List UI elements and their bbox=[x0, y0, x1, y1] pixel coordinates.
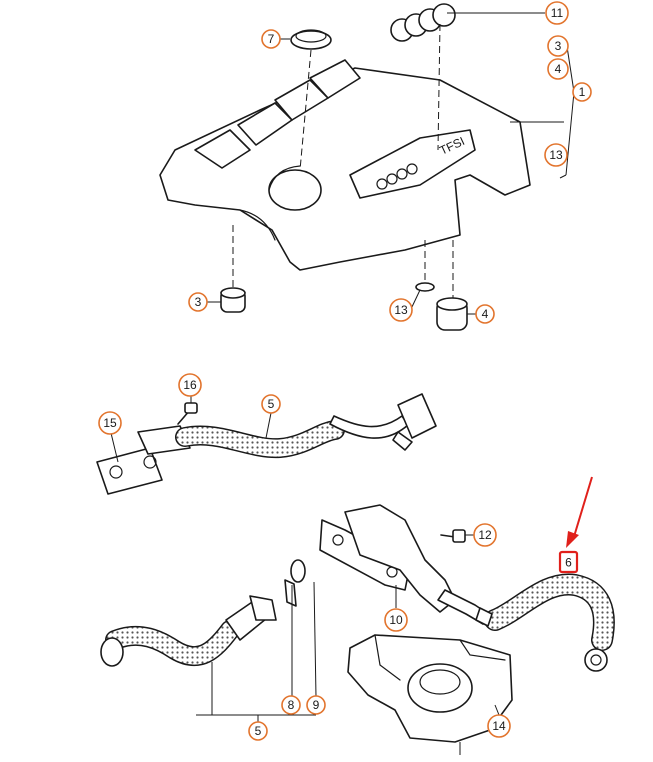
sealing-ring-part[interactable] bbox=[290, 29, 332, 171]
callout-3[interactable]: 3 bbox=[188, 292, 208, 312]
rings-emblem-part[interactable] bbox=[390, 3, 456, 151]
seal-8[interactable] bbox=[284, 579, 297, 607]
svg-text:1: 1 bbox=[579, 85, 586, 99]
callout-5-upper[interactable]: 5 bbox=[261, 394, 281, 414]
callout-7[interactable]: 7 bbox=[261, 29, 281, 49]
svg-text:5: 5 bbox=[268, 397, 275, 411]
mount-washer[interactable] bbox=[415, 240, 435, 292]
callout-12[interactable]: 12 bbox=[473, 523, 497, 547]
bolt-12-part[interactable] bbox=[440, 529, 466, 543]
oil-separator[interactable] bbox=[347, 634, 513, 755]
svg-text:6: 6 bbox=[565, 556, 572, 570]
callout-10[interactable]: 10 bbox=[384, 608, 408, 632]
callout-5-lower[interactable]: 5 bbox=[248, 721, 268, 741]
rubber-mount-left[interactable] bbox=[220, 225, 246, 313]
svg-text:8: 8 bbox=[288, 698, 295, 712]
callout-4-top[interactable]: 4 bbox=[547, 58, 569, 80]
svg-text:13: 13 bbox=[394, 303, 408, 317]
pipe-flange[interactable] bbox=[319, 504, 456, 613]
breather-hose-upper[interactable] bbox=[96, 393, 437, 495]
callout-13[interactable]: 13 bbox=[389, 298, 413, 322]
svg-text:3: 3 bbox=[195, 295, 202, 309]
callout-16[interactable]: 16 bbox=[178, 373, 202, 397]
callout-3-top[interactable]: 3 bbox=[547, 35, 569, 57]
svg-text:9: 9 bbox=[313, 698, 320, 712]
svg-text:4: 4 bbox=[555, 62, 562, 76]
svg-text:15: 15 bbox=[103, 416, 117, 430]
callout-13-top[interactable]: 13 bbox=[544, 143, 568, 167]
highlight-arrow bbox=[566, 476, 593, 548]
bolt-16-part[interactable] bbox=[177, 402, 198, 425]
callout-6-highlighted[interactable]: 6 bbox=[558, 550, 579, 574]
svg-text:3: 3 bbox=[555, 39, 562, 53]
svg-text:11: 11 bbox=[551, 6, 564, 20]
callout-14[interactable]: 14 bbox=[487, 714, 511, 738]
callout-11[interactable]: 11 bbox=[545, 1, 569, 25]
svg-text:13: 13 bbox=[549, 148, 563, 162]
svg-text:5: 5 bbox=[255, 724, 262, 738]
svg-text:7: 7 bbox=[268, 32, 275, 46]
svg-text:4: 4 bbox=[482, 307, 489, 321]
engine-cover[interactable]: TFSI bbox=[159, 59, 531, 271]
o-ring-9[interactable] bbox=[290, 559, 306, 583]
svg-text:16: 16 bbox=[183, 378, 197, 392]
svg-text:14: 14 bbox=[492, 719, 506, 733]
callout-4[interactable]: 4 bbox=[475, 304, 495, 324]
rubber-mount-right[interactable] bbox=[436, 240, 468, 331]
breather-hose-6[interactable] bbox=[437, 573, 615, 672]
callout-9[interactable]: 9 bbox=[306, 695, 326, 715]
callout-15[interactable]: 15 bbox=[98, 411, 122, 435]
svg-text:12: 12 bbox=[478, 528, 492, 542]
svg-text:10: 10 bbox=[389, 613, 403, 627]
four-rings-logo bbox=[376, 163, 418, 190]
callout-8[interactable]: 8 bbox=[281, 695, 301, 715]
breather-hose-lower[interactable] bbox=[100, 595, 277, 667]
callout-1[interactable]: 1 bbox=[572, 82, 592, 102]
leader-lines bbox=[110, 12, 575, 722]
